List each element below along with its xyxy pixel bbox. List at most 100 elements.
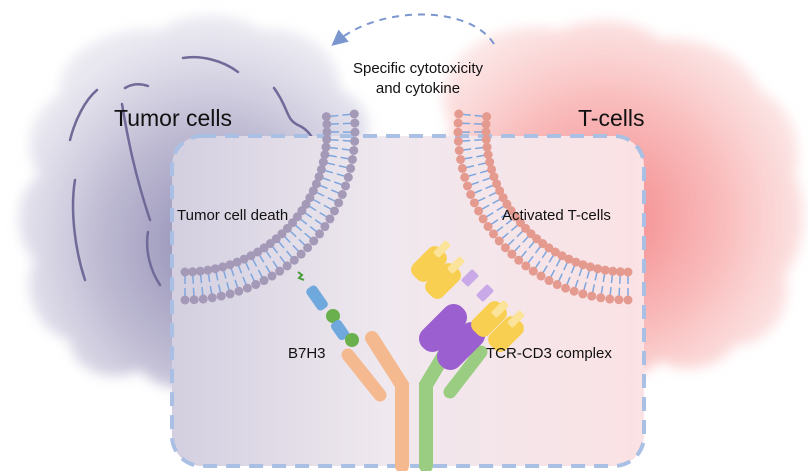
lipid-head bbox=[225, 260, 235, 270]
lipid-head bbox=[474, 206, 484, 216]
activated-t-cells-label: Activated T-cells bbox=[502, 207, 611, 224]
lipid-head bbox=[350, 118, 360, 128]
lipid-head bbox=[528, 266, 538, 276]
lipid-head bbox=[305, 193, 315, 203]
lipid-head bbox=[596, 293, 606, 303]
lipid-head bbox=[453, 127, 463, 137]
lipid-head bbox=[454, 145, 464, 155]
lipid-head bbox=[550, 247, 560, 257]
lipid-head bbox=[297, 206, 307, 216]
lipid-head bbox=[251, 280, 261, 290]
lipid-head bbox=[318, 157, 328, 167]
lipid-head bbox=[544, 243, 554, 253]
lipid-head bbox=[500, 243, 510, 253]
lipid-head bbox=[623, 295, 633, 305]
lipid-head bbox=[350, 127, 360, 137]
lipid-head bbox=[301, 199, 311, 209]
lipid-head bbox=[309, 236, 319, 246]
b7h3-protein bbox=[297, 271, 359, 347]
lipid-head bbox=[514, 255, 524, 265]
lipid-head bbox=[239, 254, 249, 264]
tumor-cell-membrane bbox=[180, 109, 360, 305]
antibody-arm-orange bbox=[365, 331, 409, 471]
lipid-head bbox=[265, 239, 275, 249]
lipid-head bbox=[564, 254, 574, 264]
antibody-fab-orange bbox=[341, 348, 387, 402]
lipid-head bbox=[296, 249, 306, 259]
lipid-head bbox=[481, 134, 491, 144]
lipid-head bbox=[347, 154, 357, 164]
b7h3-domain-2 bbox=[326, 309, 340, 323]
lipid-head bbox=[316, 164, 326, 174]
lipid-head bbox=[320, 150, 330, 160]
lipid-head bbox=[203, 265, 213, 275]
lipid-head bbox=[303, 243, 313, 253]
lipid-head bbox=[346, 163, 356, 173]
lipid-head bbox=[483, 222, 493, 232]
lipid-head bbox=[498, 193, 508, 203]
lipid-head bbox=[308, 186, 318, 196]
lipid-head bbox=[536, 271, 546, 281]
lipid-head bbox=[462, 181, 472, 191]
lipid-head bbox=[282, 261, 292, 271]
lipid-head bbox=[485, 157, 495, 167]
lipid-head bbox=[314, 172, 324, 182]
t-cells-label: T-cells bbox=[578, 105, 645, 131]
lipid-head bbox=[608, 266, 618, 276]
lipid-head bbox=[587, 291, 597, 301]
lipid-head bbox=[180, 267, 190, 277]
cytotoxicity-arrow bbox=[331, 13, 495, 46]
tumor-cell-death-label: Tumor cell death bbox=[177, 207, 289, 224]
lipid-head bbox=[343, 172, 353, 182]
lipid-head bbox=[489, 172, 499, 182]
lipid-head bbox=[337, 189, 347, 199]
lipid-head bbox=[189, 295, 199, 305]
b7h3-domain-3 bbox=[330, 319, 350, 341]
lipid-head bbox=[198, 294, 208, 304]
lipid-head bbox=[454, 109, 464, 119]
lipid-head bbox=[329, 206, 339, 216]
lipid-head bbox=[350, 136, 360, 146]
lipid-head bbox=[349, 145, 359, 155]
lipid-head bbox=[481, 127, 491, 137]
lipid-head bbox=[557, 251, 567, 261]
lipid-head bbox=[482, 112, 492, 122]
lipid-head bbox=[195, 266, 205, 276]
lipid-head bbox=[253, 247, 263, 257]
lipid-head bbox=[469, 198, 479, 208]
lipid-head bbox=[507, 249, 517, 259]
lipid-head bbox=[321, 142, 331, 152]
lipid-head bbox=[623, 267, 633, 277]
lipid-head bbox=[585, 262, 595, 272]
lipid-head bbox=[578, 289, 588, 299]
lipid-head bbox=[571, 257, 581, 267]
lipid-head bbox=[453, 136, 463, 146]
b7h3-domain-1 bbox=[306, 285, 328, 311]
tcr-cd3-label: TCR-CD3 complex bbox=[486, 345, 612, 362]
lipid-head bbox=[481, 119, 491, 129]
lipid-head bbox=[315, 229, 325, 239]
lipid-head bbox=[487, 164, 497, 174]
lipid-head bbox=[615, 267, 625, 277]
lipid-head bbox=[216, 291, 226, 301]
lipid-head bbox=[289, 255, 299, 265]
lipid-head bbox=[460, 172, 470, 182]
lipid-head bbox=[311, 179, 321, 189]
lipid-head bbox=[246, 251, 256, 261]
lipid-head bbox=[322, 119, 332, 129]
tcr-cd3-complex bbox=[411, 240, 525, 371]
lipid-head bbox=[242, 283, 252, 293]
lipid-head bbox=[210, 264, 220, 274]
lipid-head bbox=[488, 229, 498, 239]
b7h3-label: B7H3 bbox=[288, 345, 326, 362]
lipid-head bbox=[506, 206, 516, 216]
lipid-head bbox=[482, 142, 492, 152]
lipid-head bbox=[322, 134, 332, 144]
lipid-head bbox=[275, 266, 285, 276]
t-cell-membrane bbox=[453, 109, 633, 305]
lipid-head bbox=[578, 260, 588, 270]
lipid-head bbox=[267, 271, 277, 281]
lipid-head bbox=[593, 264, 603, 274]
lipid-head bbox=[502, 199, 512, 209]
